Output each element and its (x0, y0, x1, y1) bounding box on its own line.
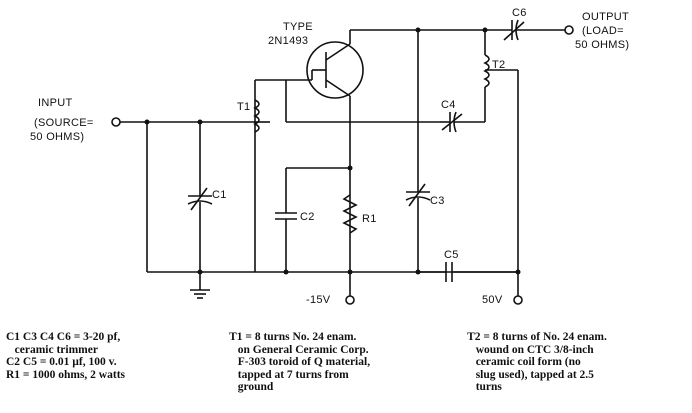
r1-resistor (342, 194, 358, 234)
t2-coil (483, 54, 490, 88)
c1-plate-bottom (187, 200, 213, 205)
pos-supply-label: 50V (482, 294, 503, 306)
r1-label: R1 (362, 213, 377, 225)
transistor-part-label: 2N1493 (268, 35, 308, 47)
c3-trim-arrow (408, 183, 426, 207)
c1-trim-arrow (190, 187, 208, 211)
c3-label: C3 (430, 195, 445, 207)
t1-coil (253, 99, 260, 133)
c4-trim-arrow (441, 113, 463, 131)
component-notes: C1 C3 C4 C6 = 3-20 pf, ceramic trimmer C… (6, 331, 690, 394)
output-label: OUTPUT (582, 11, 629, 23)
input-source-label: (SOURCE= (34, 117, 94, 129)
c4-label: C4 (441, 99, 456, 111)
c6-trim-arrow (503, 21, 525, 41)
transistor-2n1493 (306, 41, 364, 99)
notes-capacitors-resistor: C1 C3 C4 C6 = 3-20 pf, ceramic trimmer C… (6, 331, 125, 381)
input-ohms-label: 50 OHMS) (30, 131, 84, 143)
transistor-type-label: TYPE (283, 21, 313, 33)
input-label: INPUT (38, 97, 73, 109)
output-ohms-label: 50 OHMS) (575, 39, 629, 51)
t1-label: T1 (237, 101, 250, 113)
notes-t2: T2 = 8 turns of No. 24 enam. wound on CT… (467, 331, 607, 393)
t2-label: T2 (492, 59, 505, 71)
c1-label: C1 (212, 189, 227, 201)
output-terminal (564, 25, 574, 35)
circuit-diagram: TYPE 2N1493 INPUT (SOURCE= 50 OHMS) OUTP… (30, 7, 629, 306)
input-terminal (111, 117, 121, 127)
neg-supply-terminal (345, 295, 355, 305)
c3-plate-bottom (405, 196, 431, 201)
pos-supply-terminal (513, 295, 523, 305)
notes-t1: T1 = 8 turns No. 24 enam. on General Cer… (229, 331, 371, 393)
output-load-label: (LOAD= (582, 25, 624, 37)
c6-label: C6 (512, 7, 527, 19)
c2-label: C2 (300, 211, 315, 223)
neg-supply-label: -15V (306, 294, 331, 306)
c5-label: C5 (444, 249, 459, 261)
